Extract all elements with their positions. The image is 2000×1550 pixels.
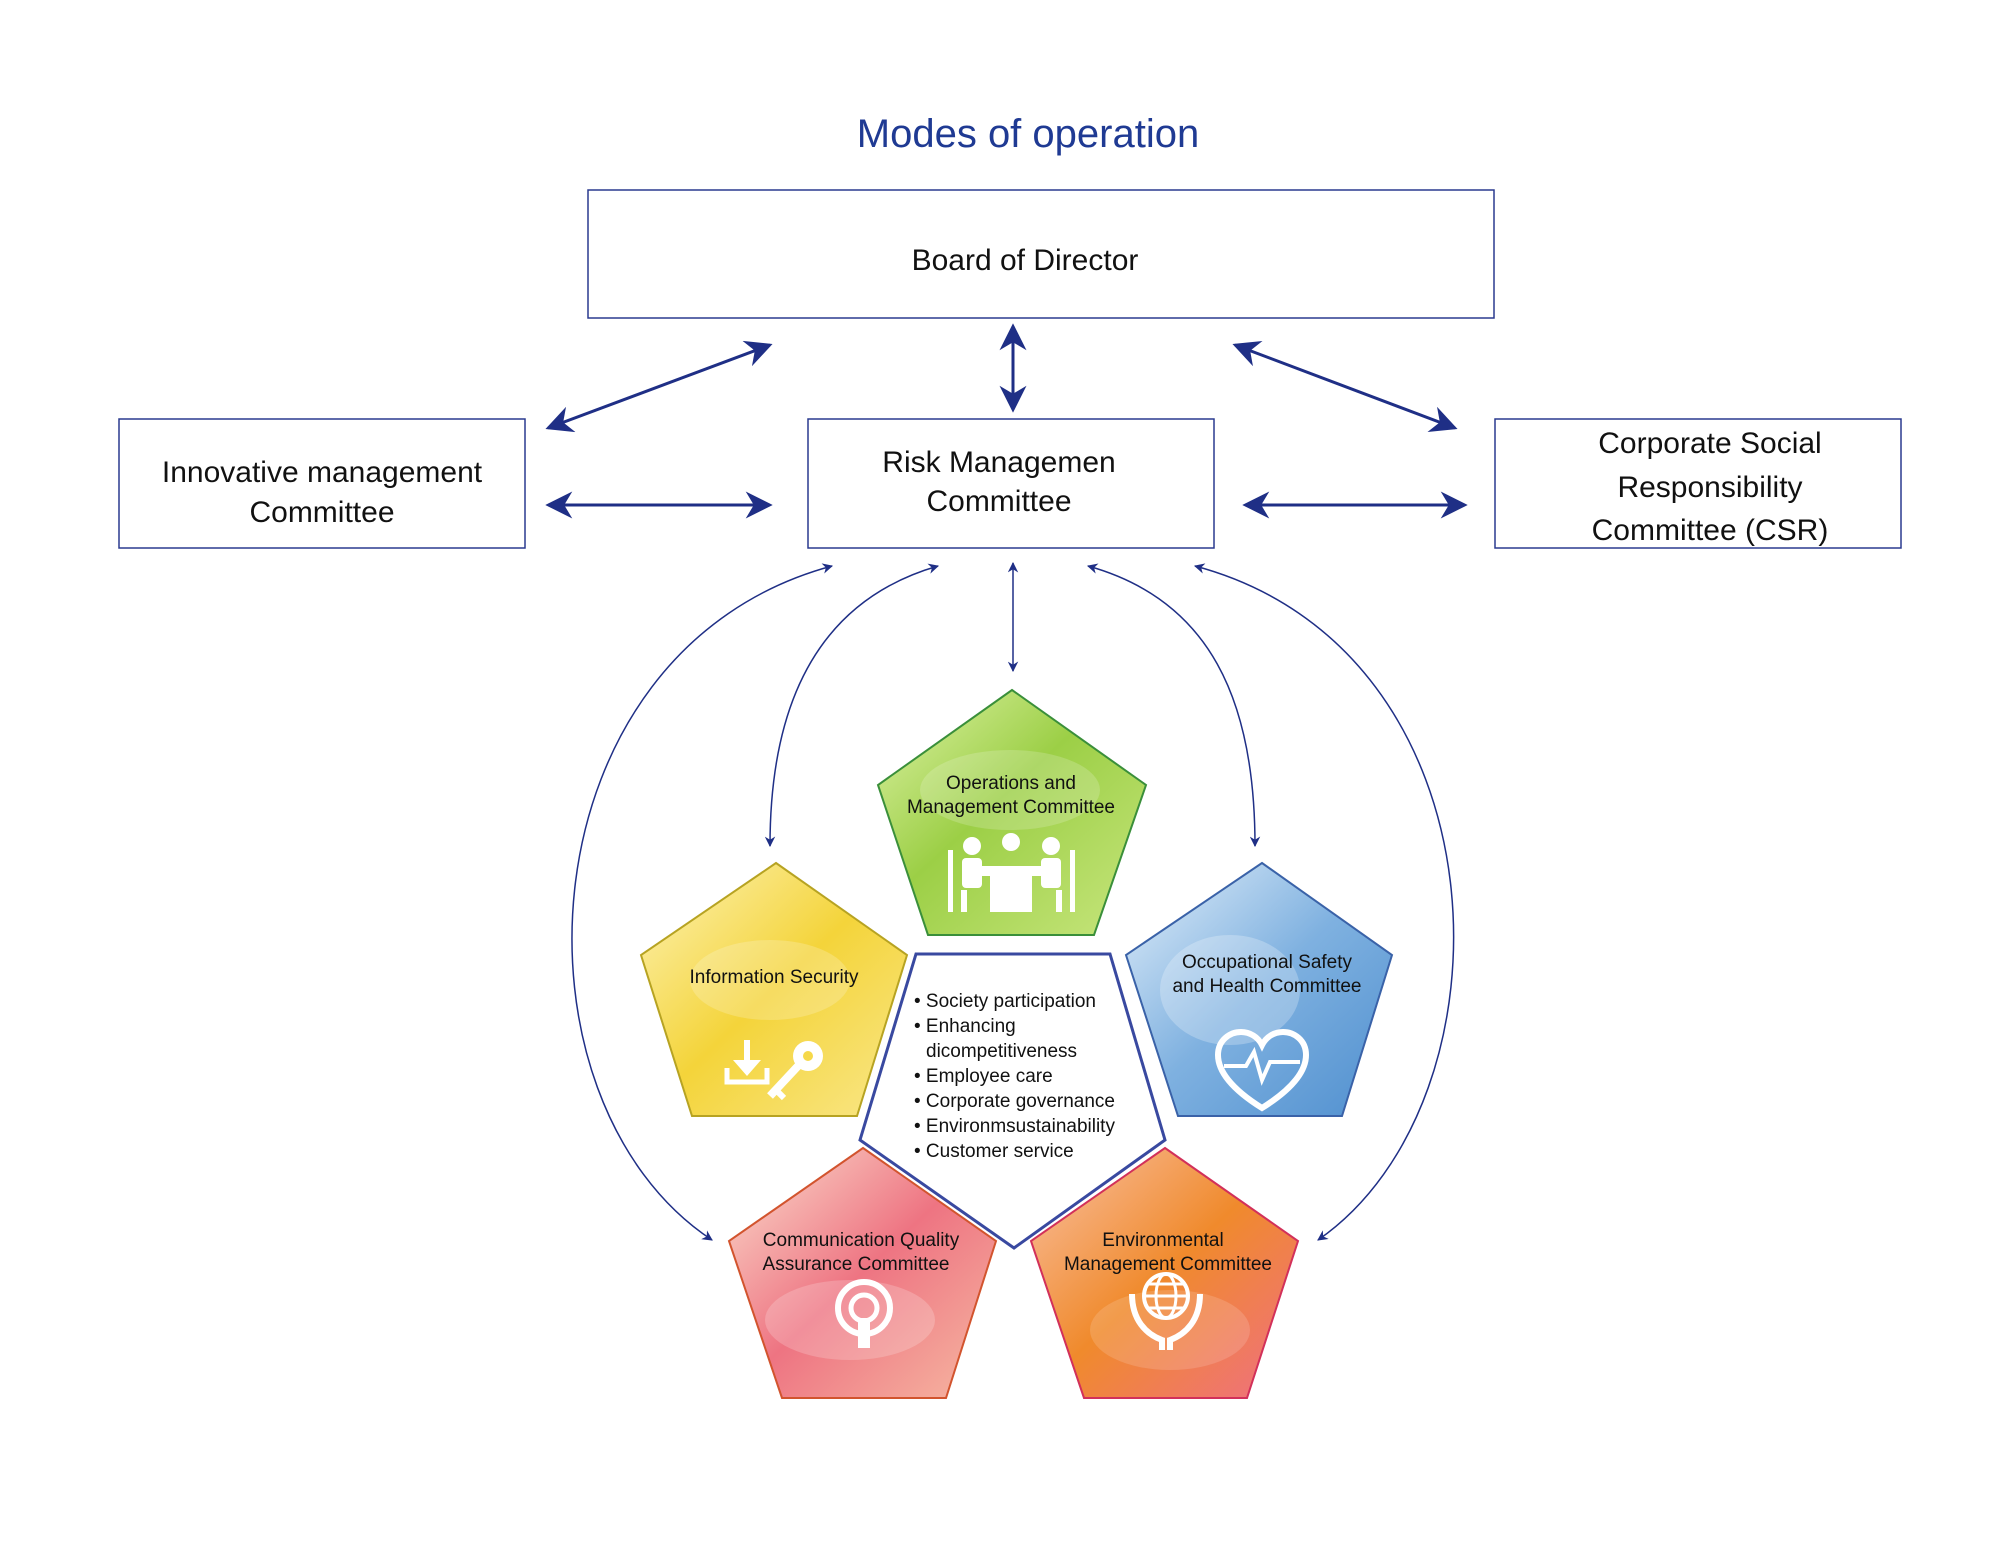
center-list-item-6: • Environmsustainability [914, 1116, 1115, 1137]
center-list-item-7: • Customer service [914, 1141, 1074, 1162]
security-label-line1: Information Security [690, 967, 859, 988]
download-key-icon [724, 1040, 823, 1101]
safety-label-line2: and Health Committee [1172, 976, 1361, 997]
center-list-item-4: • Employee care [914, 1066, 1053, 1087]
csr-label-line2: Responsibility [1617, 471, 1802, 504]
page-title: Modes of operation [857, 112, 1199, 156]
center-list-item-3: dicompetitiveness [926, 1041, 1077, 1062]
top-level-arrows [545, 323, 1468, 519]
environmental-label-line1: Environmental [1102, 1230, 1223, 1251]
center-list-item-5: • Corporate governance [914, 1091, 1115, 1112]
csr-label-line1: Corporate Social [1598, 427, 1821, 460]
arrow-board-csr [1232, 340, 1458, 433]
center-list-item-1: • Society participation [914, 991, 1096, 1012]
environmental-committee: Environmental Management Committee [1029, 1146, 1300, 1399]
risk-committee-box: Risk Managemen Committee [807, 418, 1215, 549]
risk-to-committee-arrows [571, 561, 1455, 1241]
operations-label-line1: Operations and [946, 773, 1076, 794]
communication-label-line1: Communication Quality [763, 1230, 960, 1251]
innovative-label-line2: Committee [249, 496, 394, 529]
risk-label-line1: Risk Managemen [882, 446, 1115, 479]
environmental-label-line2: Management Committee [1064, 1254, 1272, 1275]
arrow-board-innovative [545, 340, 773, 433]
communication-committee: Communication Quality Assurance Committe… [727, 1146, 998, 1399]
operations-committee: Operations and Management Committee [876, 688, 1148, 936]
safety-label-line1: Occupational Safety [1182, 952, 1353, 973]
csr-label-line3: Committee (CSR) [1592, 514, 1829, 547]
innovative-label-line1: Innovative management [162, 456, 483, 489]
center-values-pentagon: • Society participation • Enhancing dico… [858, 952, 1167, 1250]
risk-label-line2: Committee [926, 485, 1071, 518]
communication-label-line2: Assurance Committee [763, 1254, 950, 1275]
meeting-icon [948, 833, 1075, 912]
innovative-committee-box: Innovative management Committee [118, 418, 526, 549]
board-of-director-box: Board of Director [587, 189, 1495, 319]
arrow-risk-communication [571, 563, 834, 1241]
globe-in-hands-icon [1129, 1272, 1203, 1350]
center-list-item-2: • Enhancing [914, 1016, 1016, 1037]
csr-committee-box: Corporate Social Responsibility Committe… [1494, 418, 1902, 549]
security-committee: Information Security [639, 861, 909, 1117]
heart-pulse-icon [1214, 1028, 1310, 1112]
board-label: Board of Director [912, 244, 1139, 277]
safety-committee: Occupational Safety and Health Committee [1124, 861, 1394, 1117]
operations-label-line2: Management Committee [907, 797, 1115, 818]
arrow-risk-environmental [1193, 563, 1455, 1241]
antenna-signal-icon [835, 1279, 893, 1348]
